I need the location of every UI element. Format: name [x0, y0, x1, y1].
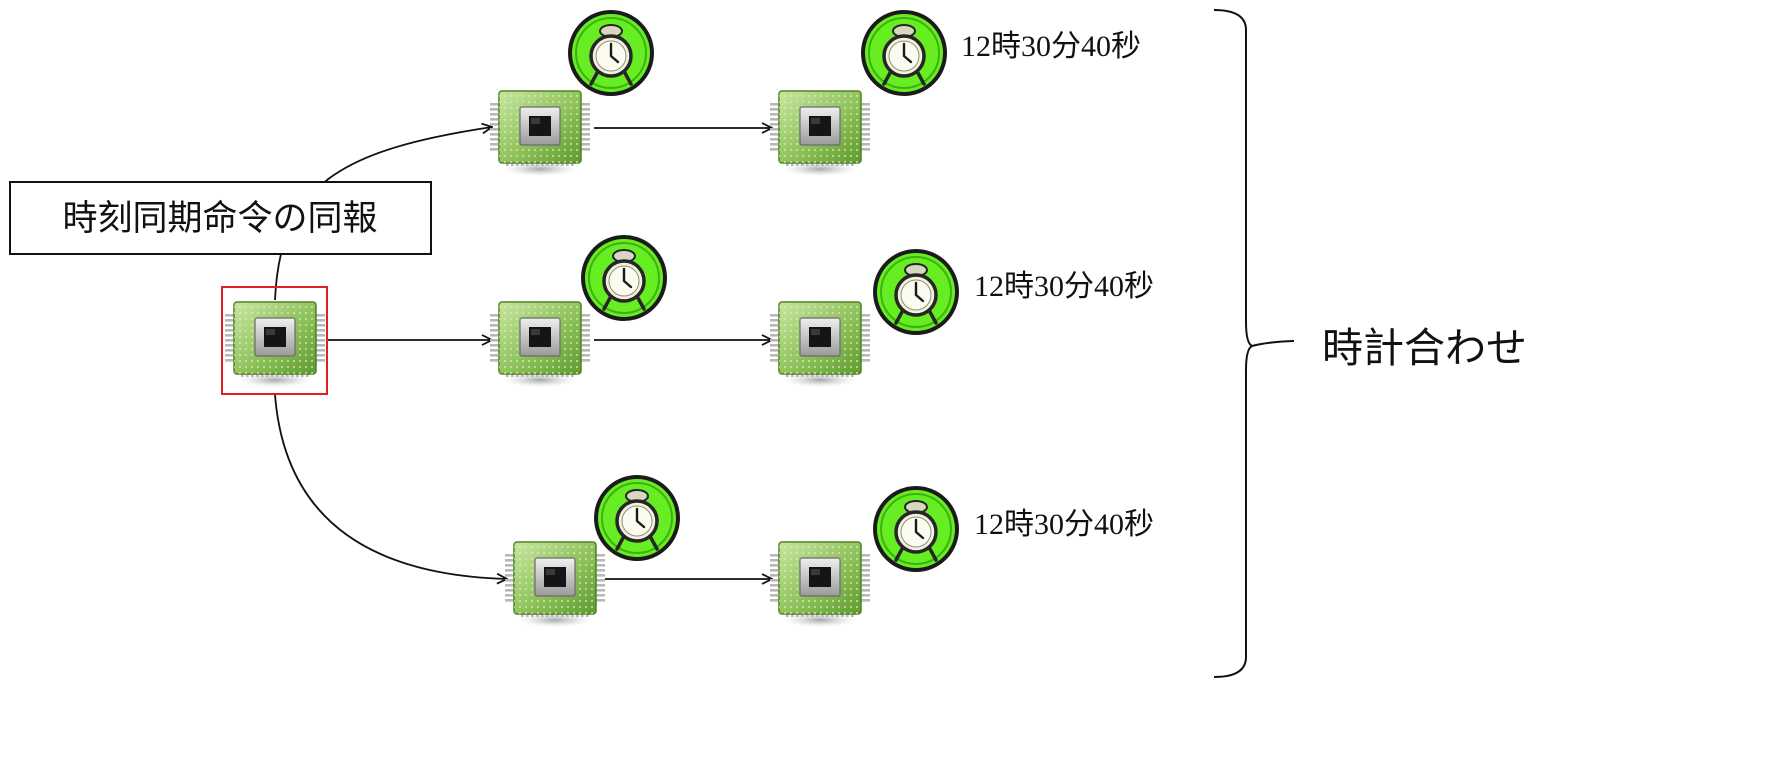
bottom-relay-microchip-icon	[769, 541, 871, 628]
arrow-source-to-top-node	[274, 127, 492, 301]
brace-pointer	[1251, 340, 1295, 347]
top-relay-alarm-clock-icon	[861, 10, 947, 96]
source-microchip-icon	[224, 301, 326, 388]
arrow-source-to-bottom-node	[274, 394, 507, 579]
middle-relay-microchip-icon	[769, 301, 871, 388]
top-node-microchip-icon	[489, 90, 591, 177]
middle-node-alarm-clock-icon	[581, 235, 667, 321]
middle-relay-alarm-clock-icon	[873, 249, 959, 335]
top-relay-microchip-icon	[769, 90, 871, 177]
grouping-brace	[1213, 9, 1255, 678]
top-node-alarm-clock-icon	[568, 10, 654, 96]
bottom-node-alarm-clock-icon	[594, 475, 680, 561]
sync-label: 時計合わせ	[1322, 324, 1527, 372]
time-label-bottom: 12時30分40秒	[974, 508, 1154, 541]
broadcast-label-box: 時刻同期命令の同報	[9, 181, 432, 255]
bottom-relay-alarm-clock-icon	[873, 486, 959, 572]
time-label-middle: 12時30分40秒	[974, 270, 1154, 303]
bottom-node-microchip-icon	[504, 541, 606, 628]
middle-node-microchip-icon	[489, 301, 591, 388]
broadcast-label: 時刻同期命令の同報	[62, 199, 377, 239]
source-highlight-frame	[221, 286, 328, 395]
source-node	[221, 286, 328, 395]
connections	[274, 127, 772, 579]
time-label-top: 12時30分40秒	[961, 30, 1141, 63]
